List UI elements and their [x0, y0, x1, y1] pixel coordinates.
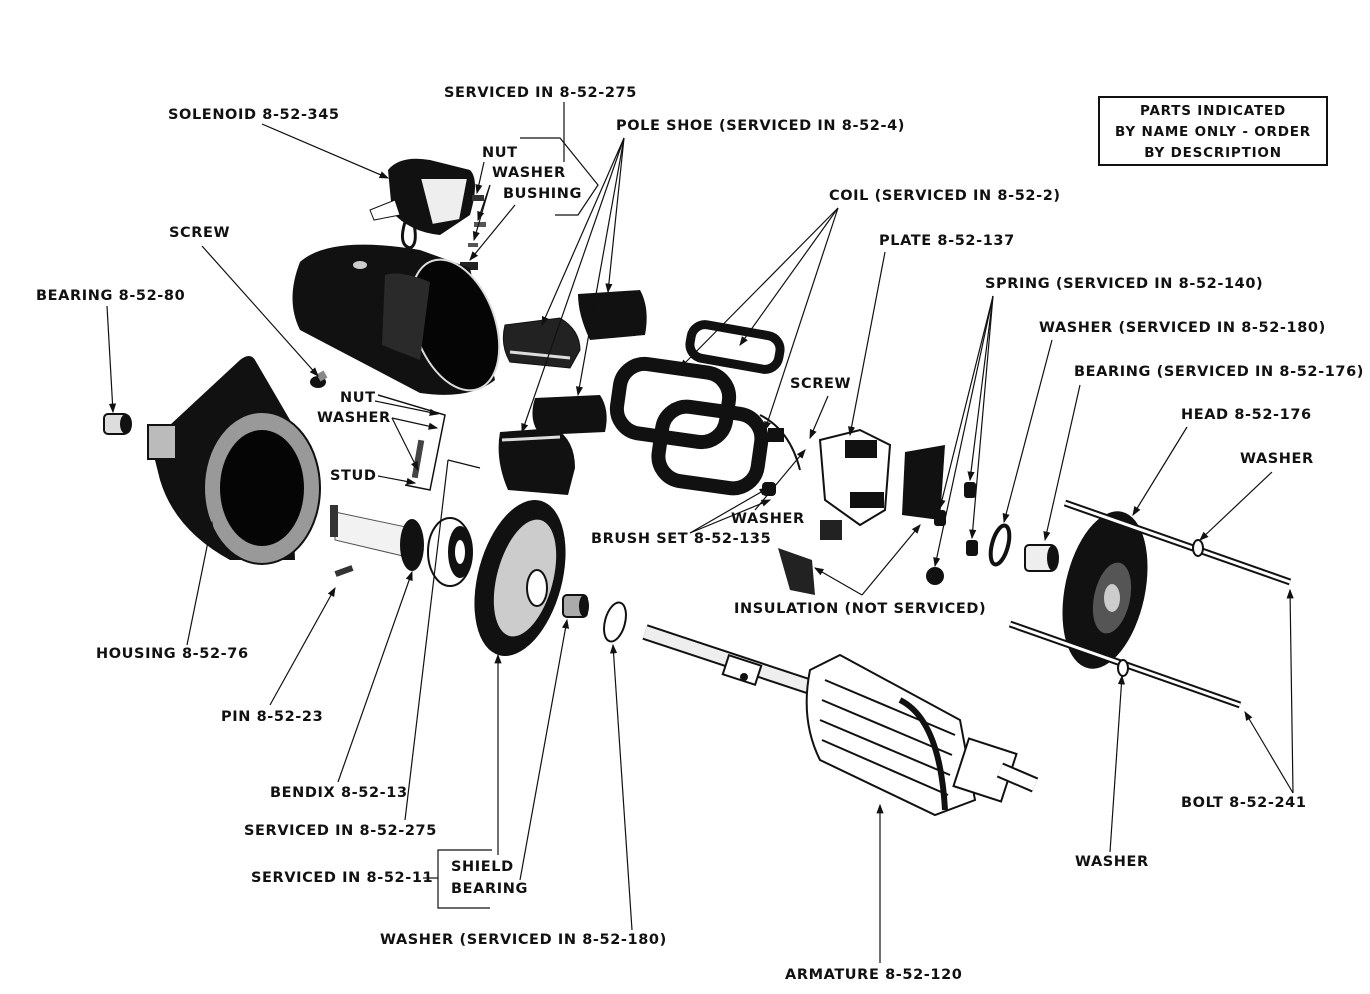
brush-plate-part	[818, 428, 892, 540]
label-solenoid: SOLENOID 8-52-345	[168, 107, 340, 123]
label-washer-brush: WASHER	[731, 511, 805, 527]
label-pole-shoe: POLE SHOE (SERVICED IN 8-52-4)	[616, 118, 905, 134]
parts-notice-box: PARTS INDICATED BY NAME ONLY - ORDER BY …	[1098, 96, 1328, 166]
label-nut-mid: NUT	[340, 390, 376, 406]
washer-180-right-part	[988, 523, 1012, 567]
bendix-part	[330, 505, 473, 587]
pin-part	[334, 565, 354, 577]
label-bushing: BUSHING	[503, 186, 583, 202]
notice-line-2: BY NAME ONLY - ORDER	[1115, 124, 1311, 140]
label-screw-mid: SCREW	[790, 376, 852, 392]
label-washer-mid: WASHER	[317, 410, 391, 426]
label-serviced-275-top: SERVICED IN 8-52-275	[444, 85, 637, 101]
label-housing: HOUSING 8-52-76	[96, 646, 249, 662]
label-screw-left: SCREW	[169, 225, 231, 241]
label-bearing-shield: BEARING	[451, 881, 528, 897]
pole-shoes	[498, 290, 647, 495]
field-coils	[609, 320, 801, 496]
solenoid-hardware	[460, 195, 486, 270]
insulation-part-2	[778, 548, 815, 595]
notice-line-3: BY DESCRIPTION	[1144, 145, 1282, 161]
shield-bearing-part	[562, 594, 589, 618]
screw-part	[310, 370, 328, 388]
label-washer-bolt-top: WASHER	[1240, 451, 1314, 467]
bearing-176-part	[1024, 544, 1059, 572]
head-part	[1062, 511, 1148, 669]
solenoid-part	[369, 158, 475, 250]
label-washer-top: WASHER	[492, 165, 566, 181]
label-washer-bolt-bottom: WASHER	[1075, 854, 1149, 870]
label-bendix: BENDIX 8-52-13	[270, 785, 408, 801]
label-insulation: INSULATION (NOT SERVICED)	[734, 601, 987, 617]
shield-part	[474, 499, 566, 657]
label-washer-180-bottom: WASHER (SERVICED IN 8-52-180)	[380, 932, 667, 948]
label-bearing-176: BEARING (SERVICED IN 8-52-176)	[1074, 364, 1364, 380]
label-coil: COIL (SERVICED IN 8-52-2)	[829, 188, 1061, 204]
leader-lines	[106, 102, 1294, 963]
insulation-part-1	[902, 445, 945, 520]
label-pin: PIN 8-52-23	[221, 709, 324, 725]
label-spring: SPRING (SERVICED IN 8-52-140)	[985, 276, 1264, 292]
armature-part	[642, 624, 1039, 817]
label-bolt: BOLT 8-52-241	[1181, 795, 1307, 811]
label-washer-180-right: WASHER (SERVICED IN 8-52-180)	[1039, 320, 1326, 336]
label-stud: STUD	[330, 468, 377, 484]
bearing-80-part	[103, 413, 132, 435]
label-shield: SHIELD	[451, 859, 514, 875]
label-nut-top: NUT	[482, 145, 518, 161]
drive-housing-part	[147, 356, 321, 565]
field-frame-part	[292, 244, 501, 395]
label-armature: ARMATURE 8-52-120	[785, 967, 963, 983]
label-head: HEAD 8-52-176	[1181, 407, 1312, 423]
springs	[926, 482, 978, 585]
label-plate: PLATE 8-52-137	[879, 233, 1015, 249]
washer-180-part	[603, 601, 627, 643]
through-bolts	[1008, 499, 1292, 709]
label-brush-set: BRUSH SET 8-52-135	[591, 531, 772, 547]
notice-line-1: PARTS INDICATED	[1139, 103, 1287, 119]
label-serviced-11: SERVICED IN 8-52-11	[251, 870, 434, 886]
label-serviced-275-bottom: SERVICED IN 8-52-275	[244, 823, 437, 839]
label-bearing-80: BEARING 8-52-80	[36, 288, 186, 304]
